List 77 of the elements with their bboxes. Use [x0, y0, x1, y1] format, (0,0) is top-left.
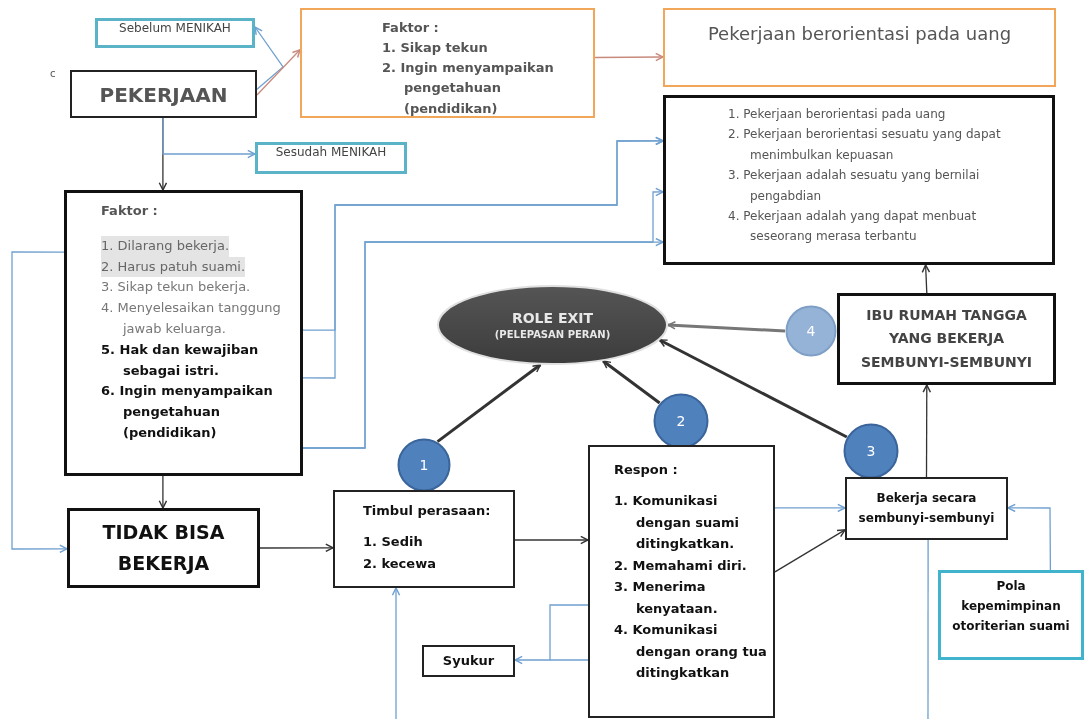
feeling-box: [333, 490, 515, 588]
arrow: [254, 26, 284, 90]
arrow: [594, 52, 664, 62]
arrow: [658, 338, 848, 439]
stray-mark: c: [50, 68, 56, 79]
list-item: 1. Sikap tekun: [382, 39, 489, 58]
arrow: [922, 384, 932, 478]
node-label: ROLE EXIT: [511, 309, 594, 328]
list-item: 3. Menerima kenyataan.: [614, 578, 719, 618]
node-label: 1: [419, 455, 429, 475]
arrow: [391, 587, 401, 719]
arrow: [11, 251, 68, 554]
response-box: [588, 445, 775, 718]
node-label: 2: [676, 411, 686, 431]
node-label: Sebelum MENIKAH: [119, 21, 231, 37]
arrow: [514, 604, 589, 665]
node-label: Syukur: [441, 652, 496, 670]
arrow: [436, 363, 542, 443]
arrow: [602, 359, 661, 405]
node-label: Pola kepemimpinan otoriterian suami: [951, 578, 1071, 635]
arrow: [774, 503, 846, 513]
arrow: [514, 535, 589, 545]
list-item: 6. Ingin menyampaikan pengetahuan (pendidikan): [101, 382, 274, 442]
list-item: 1. Pekerjaan berorientasi pada uang: [728, 106, 947, 123]
meaning-list-box: [663, 95, 1055, 265]
cause-box: [938, 570, 1084, 660]
process-box: [837, 293, 1056, 385]
arrow: [259, 543, 334, 553]
arrow: [667, 321, 786, 333]
process-box: [70, 70, 257, 118]
arrow: [256, 49, 301, 96]
node-label: TIDAK BISA BEKERJA: [101, 519, 226, 576]
category-box: [95, 18, 255, 48]
arrow: [921, 264, 931, 294]
list-item: 2. Ingin menyampaikan pengetahuan (pendidikan): [382, 59, 555, 118]
list-item: 2. Memahami diri.: [614, 556, 748, 575]
list-item: 3. Sikap tekun bekerja.: [101, 278, 252, 297]
list-item: 2. kecewa: [363, 554, 437, 573]
list-item: 4. Komunikasi dengan orang tua ditingkatkan: [614, 621, 767, 682]
arrow: [302, 187, 664, 449]
list-item: 4. Pekerjaan adalah yang dapat menbuat seseorang merasa terbantu: [728, 207, 978, 246]
step-circle: [785, 305, 837, 357]
node-label: 4: [806, 321, 816, 341]
category-box: [255, 142, 407, 174]
node-label: IBU RUMAH TANGGA YANG BEKERJA SEMBUNYI-SEMBUNYI: [859, 306, 1034, 372]
list-heading: Faktor :: [382, 19, 440, 37]
node-label: PEKERJAAN: [98, 82, 229, 108]
list-item: 2. Pekerjaan berorientasi sesuatu yang dapat menimbulkan kepuasan: [728, 126, 1002, 164]
process-box: [67, 508, 260, 588]
factor-box: [64, 190, 303, 476]
list-item: 3. Pekerjaan adalah sesuatu yang bernilai pengabdian: [728, 167, 981, 205]
process-box: [845, 477, 1008, 540]
list-item: 2. Harus patuh suami.: [101, 256, 246, 278]
arrow: [158, 475, 168, 509]
role-exit-ellipse: [437, 285, 668, 365]
node-label: (PELEPASAN PERAN): [494, 327, 611, 341]
arrow: [1007, 503, 1052, 571]
list-heading: Faktor :: [101, 202, 159, 220]
list-item: 1. Dilarang bekerja.: [101, 235, 230, 257]
factor-box: [300, 8, 595, 118]
node-label: Pekerjaan berorientasi pada uang: [706, 22, 1013, 46]
arrow: [302, 136, 664, 379]
list-heading: Respon :: [614, 461, 679, 479]
outcome-box: [422, 645, 515, 677]
node-label: 3: [866, 441, 876, 461]
list-item: 5. Hak dan kewajiban sebagai istri.: [101, 340, 260, 380]
arrow: [162, 117, 256, 159]
list-item: 1. Komunikasi dengan suami ditingkatkan.: [614, 492, 740, 554]
step-circle: [843, 423, 899, 479]
node-label: Bekerja secara sembunyi-sembunyi: [857, 490, 996, 527]
list-heading: Timbul perasaan:: [363, 502, 492, 520]
arrow: [774, 529, 846, 573]
step-circle: [397, 438, 451, 492]
node-label: Sesudah MENIKAH: [275, 145, 387, 161]
list-item: 4. Menyelesaikan tanggung jawab keluarga.: [101, 299, 282, 338]
result-box: [663, 8, 1056, 87]
list-item: 1. Sedih: [363, 533, 424, 552]
